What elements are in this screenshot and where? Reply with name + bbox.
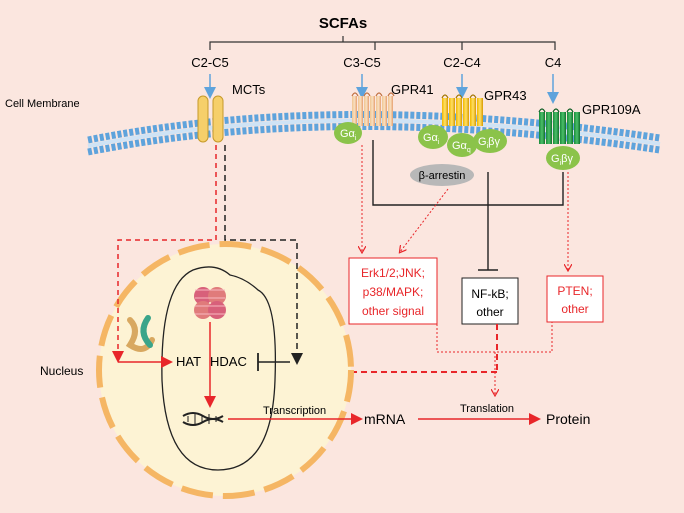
mct-label: MCTs	[232, 82, 266, 97]
svg-text:Gαi: Gαi	[423, 132, 440, 146]
erk-line-1: Erk1/2;JNK;	[361, 266, 425, 280]
pten-line-2: other	[561, 302, 588, 316]
mrna-label: mRNA	[364, 411, 406, 427]
gpr41-label: GPR41	[391, 82, 434, 97]
membrane-label: Cell Membrane	[5, 98, 80, 110]
mct-transporter	[197, 95, 224, 143]
hat-label: HAT	[176, 354, 201, 369]
enzyme-icon	[125, 315, 155, 352]
gpr43-receptor	[441, 94, 483, 126]
erk-box	[348, 257, 438, 325]
dna-icon	[182, 412, 224, 426]
title: SCFAs	[319, 15, 367, 32]
nfkb-line-1: NF-kB;	[471, 287, 508, 301]
transcription-label: Transcription	[263, 405, 326, 417]
svg-text:Gαi: Gαi	[340, 128, 357, 142]
histone-icon	[194, 287, 226, 319]
hdac-label: HDAC	[210, 354, 247, 369]
gpr43-g-alpha-q	[447, 133, 477, 157]
gpr109a-receptor	[538, 108, 580, 144]
gpr109a-chain-label: C4	[545, 55, 562, 70]
erk-line-3: other signal	[362, 304, 424, 318]
nfkb-inhibition-lines	[372, 140, 564, 270]
gpr43-label: GPR43	[484, 88, 527, 103]
translation-label: Translation	[460, 403, 514, 415]
box-convergence-lines	[436, 322, 553, 353]
gpr109a-g-beta-gamma	[546, 146, 580, 170]
gpr41-g-sub: i	[355, 135, 357, 142]
gpr41-chain-label: C3-C5	[343, 55, 381, 70]
arrestin-to-erk-arrow	[400, 188, 449, 252]
nucleus-label: Nucleus	[40, 364, 83, 378]
gpr41-g-protein	[334, 122, 362, 144]
mct-chain-label: C2-C5	[191, 55, 229, 70]
pten-line-1: PTEN;	[557, 284, 592, 298]
protein-label: Protein	[546, 411, 590, 427]
scfa-bracket	[209, 36, 556, 50]
gpr41-receptor	[351, 92, 395, 126]
mct-to-hat-path	[112, 145, 217, 363]
nucleus-body	[99, 244, 351, 496]
gpr43-g-beta-gamma	[473, 129, 507, 153]
gpr43-g-alpha-i	[418, 125, 448, 149]
nfkb-line-2: other	[476, 305, 503, 319]
svg-text:Giβγ: Giβγ	[551, 153, 573, 167]
pten-box	[546, 275, 604, 323]
chromatin-region	[161, 266, 277, 471]
svg-text:Giβγ: Giβγ	[478, 136, 500, 150]
svg-text:Gαq: Gαq	[452, 140, 471, 154]
mct-to-hdac-path	[224, 145, 303, 365]
nfkb-box	[461, 277, 519, 325]
erk-line-2: p38/MAPK;	[363, 285, 424, 299]
gpr41-g-text: Gα	[340, 128, 356, 140]
gpr43-chain-label: C2-C4	[443, 55, 481, 70]
gpr109a-label: GPR109A	[582, 102, 641, 117]
beta-arrestin	[410, 164, 474, 186]
nuclear-envelope	[96, 241, 354, 499]
beta-arrestin-label: β-arrestin	[419, 170, 466, 182]
